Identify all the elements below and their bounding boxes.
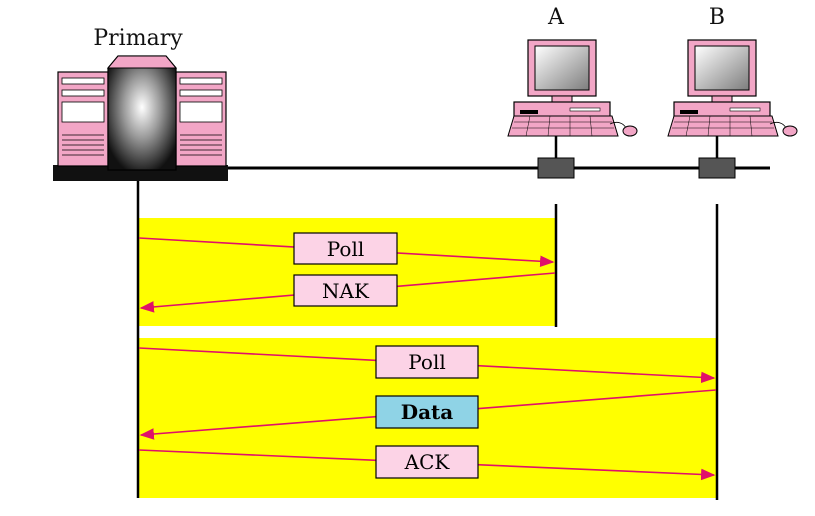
data-label: Data: [401, 400, 454, 424]
data-box: [375, 395, 479, 429]
station-a-tap-icon: [537, 157, 575, 179]
data-message: Data: [375, 395, 479, 429]
poll-b-box: [375, 345, 479, 379]
station-b-label: B: [709, 5, 725, 30]
station-a-computer-icon: [507, 39, 638, 137]
station-b-tap-icon: [698, 157, 736, 179]
station-a-label: A: [547, 5, 565, 30]
station-b-computer-icon: [667, 39, 798, 137]
poll-b-message: Poll: [375, 345, 479, 379]
ack-box: [375, 445, 479, 479]
primary-label: Primary: [93, 26, 183, 51]
poll-a-box: [293, 232, 398, 265]
ack-label: ACK: [404, 450, 451, 474]
nak-label: NAK: [322, 279, 370, 303]
ack-message: ACK: [375, 445, 479, 479]
poll-a-message: Poll: [293, 232, 398, 265]
primary-server-icon: [53, 55, 228, 181]
nak-message: NAK: [293, 274, 398, 307]
poll-a-label: Poll: [327, 237, 364, 261]
poll-b-label: Poll: [408, 350, 445, 374]
nak-box: [293, 274, 398, 307]
